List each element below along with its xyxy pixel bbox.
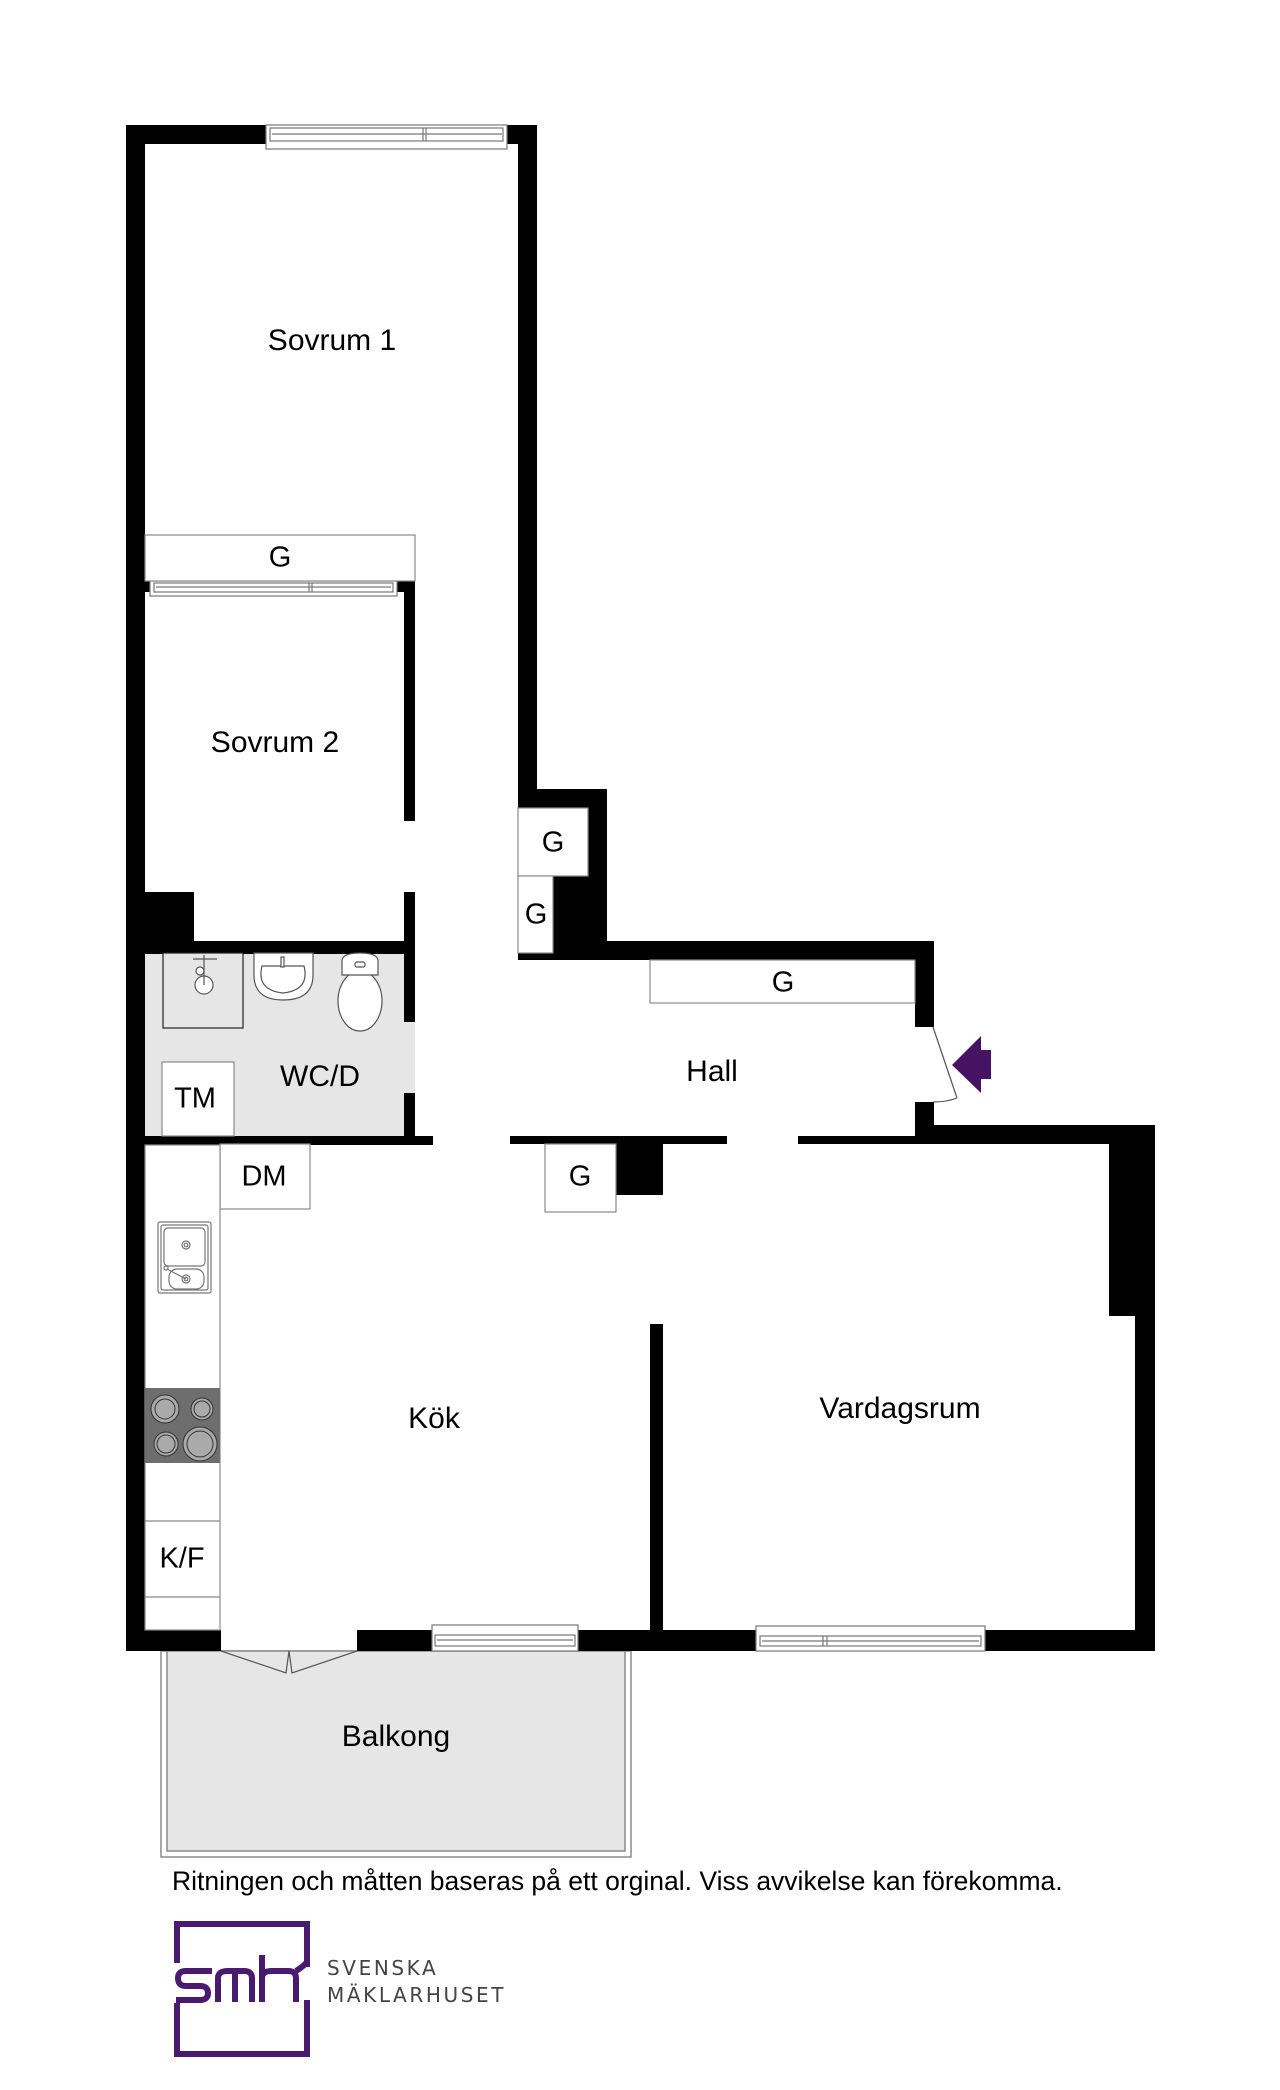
entrance-arrow-icon: [952, 1036, 991, 1093]
label-garderob-hall-upper: G: [541, 826, 565, 859]
dm-box: [219, 1143, 311, 1210]
brand-logo-icon: [174, 1921, 310, 2057]
room-label-balkong: Balkong: [341, 1720, 451, 1753]
window-vardagsrum: [755, 1625, 986, 1652]
window-kok: [431, 1624, 579, 1652]
garderob-hall-lower-box: [517, 875, 554, 954]
room-label-wcd: WC/D: [280, 1060, 360, 1093]
toilet-icon: [337, 952, 383, 1032]
shower-icon: [162, 952, 244, 1029]
garderob-hall-long-box: [649, 959, 916, 1004]
tm-box: [161, 1061, 235, 1137]
label-garderob-sovrum1: G: [268, 541, 292, 574]
window-sovrum1: [265, 124, 508, 150]
kitchen-sink-icon: [157, 1221, 212, 1294]
brand-name-line1: SVENSKA: [327, 1956, 439, 1980]
room-label-sovrum2: Sovrum 2: [210, 726, 340, 759]
garderob-sovrum1-box: [144, 534, 416, 582]
label-garderob-kok: G: [568, 1160, 592, 1193]
garderob-hall-upper-box: [517, 807, 589, 877]
disclaimer-text: Ritningen och måtten baseras på ett orgi…: [172, 1866, 1063, 1896]
washbasin-icon: [253, 952, 314, 1001]
label-kyl-frys: K/F: [159, 1542, 205, 1575]
label-tvattmaskin: TM: [174, 1082, 216, 1115]
window-sovrum2: [149, 580, 398, 597]
garderob-kok-box: [544, 1143, 617, 1213]
stove-icon: [145, 1388, 220, 1463]
entrance-door: [932, 1026, 958, 1103]
room-label-hall: Hall: [686, 1055, 738, 1088]
balcony-floor-inner: [166, 1650, 626, 1852]
label-garderob-hall-long: G: [771, 966, 795, 999]
walls: [126, 125, 1155, 1651]
room-label-sovrum1: Sovrum 1: [267, 324, 397, 357]
label-garderob-hall-lower: G: [524, 898, 548, 931]
balcony-door: [220, 1650, 358, 1674]
label-diskmaskin: DM: [241, 1160, 287, 1193]
room-label-vardagsrum: Vardagsrum: [819, 1392, 981, 1425]
brand-name-line2: MÄKLARHUSET: [327, 1983, 507, 2007]
room-label-kok: Kök: [408, 1402, 460, 1435]
